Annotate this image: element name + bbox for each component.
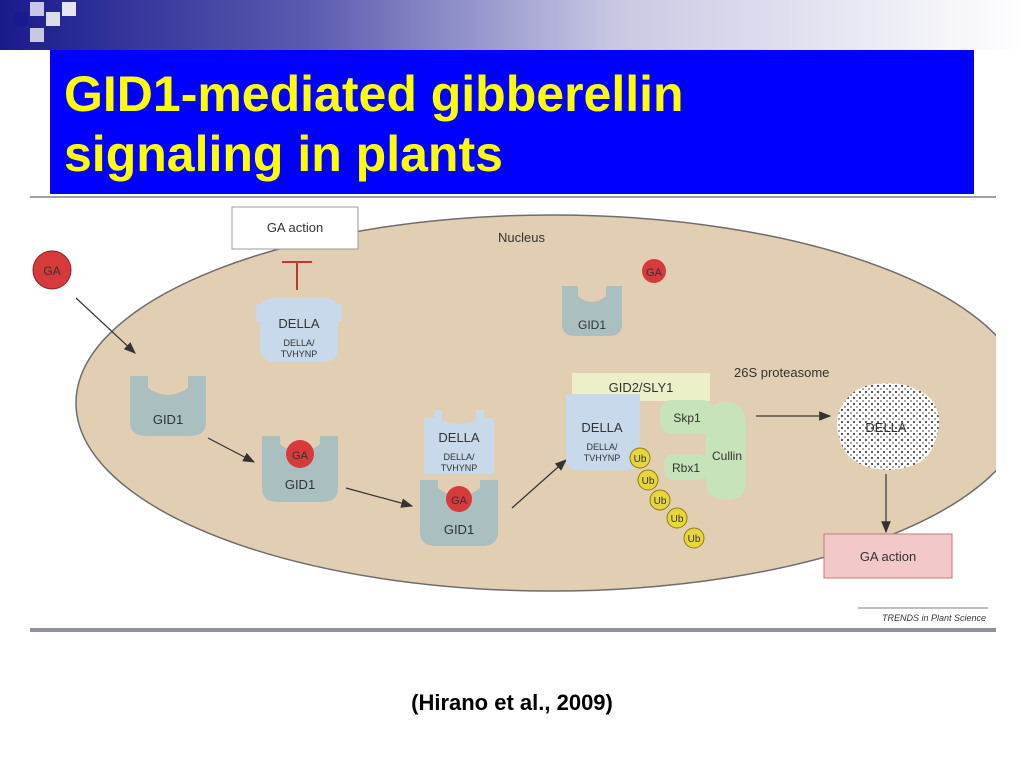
ub-3-label: Ub	[654, 496, 667, 507]
gid1-receptor-left: GID1	[130, 376, 206, 436]
trends-credit: TRENDS in Plant Science	[882, 613, 986, 623]
figure-bottom-rule	[30, 628, 996, 632]
arrow-ga-gid1-to-della-complex	[345, 487, 414, 508]
ub-5-label: Ub	[688, 534, 701, 545]
corner-square-navy	[14, 12, 28, 26]
della-scf-domain-2: TVHYNP	[584, 453, 621, 463]
skp1-protein: Skp1	[660, 400, 714, 434]
ga-action-box-bottom: GA action	[823, 533, 953, 579]
ub-2-label: Ub	[642, 476, 655, 487]
slide-title-box: GID1-mediated gibberellin signaling in p…	[50, 50, 974, 194]
corner-square-light-3	[30, 28, 44, 42]
della-complex-label: DELLA	[438, 430, 480, 445]
ga-recycled-label: GA	[646, 267, 663, 279]
gid1-complex-label: GID1	[444, 522, 474, 537]
citation: (Hirano et al., 2009)	[411, 690, 613, 715]
ubiquitin-3: Ub	[649, 489, 671, 511]
slide-title-line-2: signaling in plants	[64, 126, 503, 182]
corner-square-light-2	[46, 12, 60, 26]
ga-action-top-label: GA action	[267, 220, 323, 235]
cullin-label: Cullin	[712, 449, 742, 463]
della-degraded-label: DELLA	[865, 420, 907, 435]
della-complex-domain-1: DELLA/	[443, 452, 475, 462]
rbx1-protein: Rbx1	[664, 454, 708, 480]
ga-outside-label: GA	[43, 264, 60, 278]
ga-molecule-complex	[446, 486, 472, 512]
slide-header-band	[0, 0, 1024, 50]
gid1-recycled-label: GID1	[578, 318, 606, 332]
ub-4-label: Ub	[671, 514, 684, 525]
skp1-label: Skp1	[673, 411, 701, 425]
proteasome-label: 26S proteasome	[734, 365, 829, 380]
ubiquitin-4: Ub	[666, 507, 688, 529]
ga-complex-label: GA	[451, 495, 468, 507]
cullin-protein: Cullin	[706, 402, 746, 500]
della-protein-top: DELLA DELLA/ TVHYNP	[256, 298, 342, 362]
inhibition-symbol	[282, 261, 312, 290]
nucleus-label: Nucleus	[498, 230, 545, 245]
della-top-label: DELLA	[278, 316, 320, 331]
della-scf-label: DELLA	[581, 420, 623, 435]
ga-action-bottom-label: GA action	[860, 549, 916, 564]
ga-molecule-outside: GA	[32, 250, 72, 290]
ga-action-box-top: GA action	[231, 206, 359, 250]
gid1-left-label: GID1	[153, 412, 183, 427]
corner-square-light-4	[62, 2, 76, 16]
gibberellin-signaling-diagram: Nucleus GA GA action DELLA DELLA/ TVHYNP…	[32, 206, 996, 623]
della-protein-scf: DELLA DELLA/ TVHYNP	[566, 394, 640, 470]
arrow-ga-to-gid1	[75, 297, 136, 354]
corner-square-light-1	[30, 2, 44, 16]
della-ga-gid1-complex: DELLA DELLA/ TVHYNP GA GID1	[420, 410, 498, 546]
slide-title-line-1: GID1-mediated gibberellin	[64, 66, 684, 122]
ubiquitin-1: Ub	[629, 447, 651, 469]
ubiquitin-2: Ub	[637, 469, 659, 491]
ub-1-label: Ub	[634, 454, 647, 465]
ga-step2-label: GA	[292, 450, 309, 462]
arrow-gid1-to-ga-gid1	[207, 437, 256, 463]
ga-gid1-complex: GA GID1	[262, 436, 338, 502]
ga-molecule-bound	[286, 440, 314, 468]
della-top-domain-2: TVHYNP	[281, 349, 318, 359]
ga-molecule-recycled: GA	[642, 259, 666, 283]
della-top-domain-1: DELLA/	[283, 338, 315, 348]
ubiquitin-5: Ub	[683, 527, 705, 549]
arrow-complex-to-scf	[511, 459, 567, 509]
rbx1-label: Rbx1	[672, 461, 700, 475]
della-scf-domain-1: DELLA/	[586, 442, 618, 452]
degraded-della: DELLA	[836, 383, 940, 470]
gid1-step2-label: GID1	[285, 477, 315, 492]
gid2-sly1-label: GID2/SLY1	[609, 380, 674, 395]
gid1-receptor-recycled: GID1	[562, 286, 622, 336]
della-complex-domain-2: TVHYNP	[441, 463, 478, 473]
ubiquitin-chain: Ub Ub Ub Ub Ub	[629, 447, 705, 549]
figure-top-rule	[30, 196, 996, 198]
